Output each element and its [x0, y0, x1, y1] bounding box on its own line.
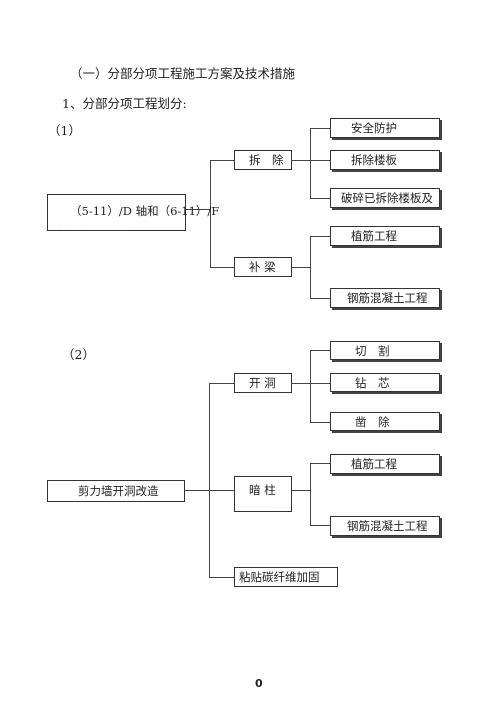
section-subheading: 1、分部分项工程划分:: [62, 96, 187, 111]
branch-label: 补 梁: [249, 260, 276, 274]
diagram1-leaf-concrete: 钢筋混凝土工程: [330, 288, 440, 308]
diagram2-leaf-rebar-planting: 植筋工程: [330, 454, 440, 474]
connector: [310, 525, 330, 526]
diagram1-branch-demolition: 拆 除: [234, 150, 292, 170]
diagram1-leaf-remove-slab: 拆除楼板: [330, 150, 440, 170]
diagram2-branch-carbon-fiber: 粘贴碳纤维加固: [234, 567, 338, 587]
connector: [310, 198, 330, 199]
connector: [292, 383, 310, 384]
connector: [209, 490, 234, 491]
leaf-label: 凿 除: [355, 414, 390, 429]
diagram2-root-box: 剪力墙开洞改造: [47, 480, 185, 502]
connector: [310, 128, 311, 198]
diagram2-branch-hidden-column: 暗 柱: [234, 476, 292, 512]
diagram2-leaf-concrete: 钢筋混凝土工程: [330, 516, 440, 536]
leaf-label: 切 割: [355, 343, 390, 358]
branch-label: 拆 除: [249, 153, 284, 167]
connector: [209, 577, 234, 578]
leaf-label: 安全防护: [351, 121, 397, 135]
connector: [310, 128, 330, 129]
leaf-label: 钢筋混凝土工程: [347, 519, 428, 533]
diagram2-root-label: 剪力墙开洞改造: [78, 484, 159, 498]
leaf-label: 植筋工程: [351, 229, 397, 243]
connector: [210, 267, 234, 268]
diagram1-leaf-rebar-planting: 植筋工程: [330, 226, 440, 246]
diagram2-label: （2）: [62, 347, 95, 362]
diagram2-leaf-chiseling: 凿 除: [330, 412, 440, 431]
faint-text: · · · · · · · · · · · · · · · · · ·: [50, 223, 130, 228]
branch-label: 暗 柱: [249, 483, 276, 497]
section-heading: （一）分部分项工程施工方案及技术措施: [70, 66, 296, 81]
diagram1-leaf-crush: 破碎已拆除楼板及: [330, 188, 440, 208]
diagram1-root-label: （5-11）/D 轴和（6-11）/F: [70, 204, 220, 218]
connector: [292, 160, 310, 161]
leaf-label: 破碎已拆除楼板及: [341, 191, 433, 205]
connector: [210, 160, 234, 161]
faint-text: · · · · · · · ·: [238, 504, 273, 509]
branch-label: 开 洞: [249, 376, 276, 390]
connector: [310, 383, 330, 384]
page-number: 0: [255, 677, 263, 690]
connector: [186, 209, 210, 210]
connector: [209, 383, 210, 577]
connector: [310, 160, 330, 161]
connector: [310, 350, 330, 351]
diagram2-leaf-coring: 钻 芯: [330, 373, 440, 392]
connector: [185, 490, 209, 491]
connector: [292, 267, 310, 268]
connector: [310, 350, 311, 422]
leaf-label: 拆除楼板: [351, 153, 397, 167]
diagram2-branch-opening: 开 洞: [234, 373, 292, 393]
connector: [310, 422, 330, 423]
diagram2-leaf-cutting: 切 割: [330, 341, 440, 360]
connector: [310, 463, 311, 525]
connector: [310, 463, 330, 464]
connector: [310, 298, 330, 299]
diagram1-root-box: （5-11）/D 轴和（6-11）/F: [47, 194, 219, 231]
leaf-label: 钢筋混凝土工程: [347, 291, 428, 305]
connector: [292, 490, 310, 491]
connector: [310, 236, 330, 237]
diagram1-branch-beam: 补 梁: [234, 257, 292, 277]
branch-label: 粘贴碳纤维加固: [239, 570, 320, 584]
diagram1-leaf-safety: 安全防护: [330, 118, 440, 138]
connector: [210, 160, 211, 267]
leaf-label: 钻 芯: [355, 375, 390, 390]
connector: [310, 236, 311, 298]
leaf-label: 植筋工程: [351, 457, 397, 471]
connector: [209, 383, 234, 384]
diagram1-label: （1）: [48, 123, 81, 138]
